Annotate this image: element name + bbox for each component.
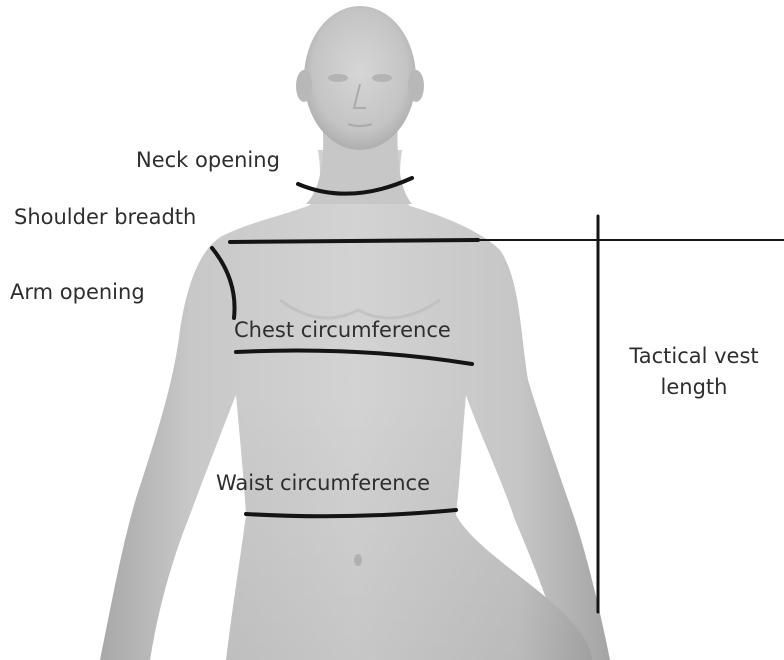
head: [304, 6, 416, 150]
left-eye: [328, 74, 348, 82]
shoulder-breadth-line: [230, 240, 478, 242]
tactical-vest-length-label: Tactical vest length: [614, 344, 774, 400]
waist-circumference-label: Waist circumference: [216, 471, 430, 496]
right-eye: [372, 74, 392, 82]
arm-opening-label: Arm opening: [10, 280, 145, 305]
tactical-vest-length-line1: Tactical vest: [614, 344, 774, 369]
tactical-vest-length-line2: length: [614, 375, 774, 400]
chest-circumference-label: Chest circumference: [234, 318, 451, 343]
shoulder-breadth-label: Shoulder breadth: [14, 205, 196, 230]
neck-opening-label: Neck opening: [136, 148, 280, 173]
right-ear: [408, 70, 424, 102]
left-ear: [296, 70, 312, 102]
navel: [354, 554, 362, 566]
